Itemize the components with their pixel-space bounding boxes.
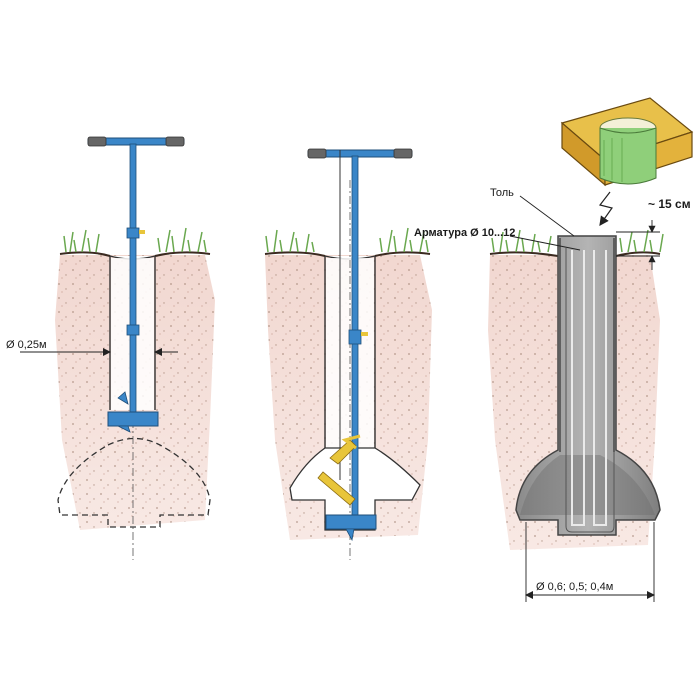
height-label: ~ 15 см [648,197,691,211]
ground-line [59,251,211,257]
panel-concreting: ~ 15 см Толь Арматура Ø 10...12 Ø 0,6; 0… [414,97,694,602]
rebar-label: Арматура Ø 10...12 [414,227,515,239]
base-diameter-dimension: Ø 0,6; 0,5; 0,4м [525,522,655,602]
formwork-arrow [598,191,613,226]
formwork-box-icon [560,97,694,187]
base-diameter-label: Ø 0,6; 0,5; 0,4м [536,581,613,593]
bore-hole [109,256,156,410]
rebar [571,250,607,526]
grass [491,229,664,253]
auger-tool-icon [87,136,185,433]
roofing-felt-label: Толь [490,187,514,199]
ground-line [489,251,661,257]
height-dimension: ~ 15 см [616,197,691,270]
expander-tool-icon [307,148,413,542]
panel-drilling: Ø 0,25м [6,136,215,560]
grass [63,227,207,253]
grass [265,227,429,253]
concrete-pillar-icon [515,235,661,536]
ground-line [264,251,431,257]
hole-diameter-dimension: Ø 0,25м [6,339,178,356]
hole-diameter-label: Ø 0,25м [6,339,47,351]
panel-expanding [264,148,432,560]
